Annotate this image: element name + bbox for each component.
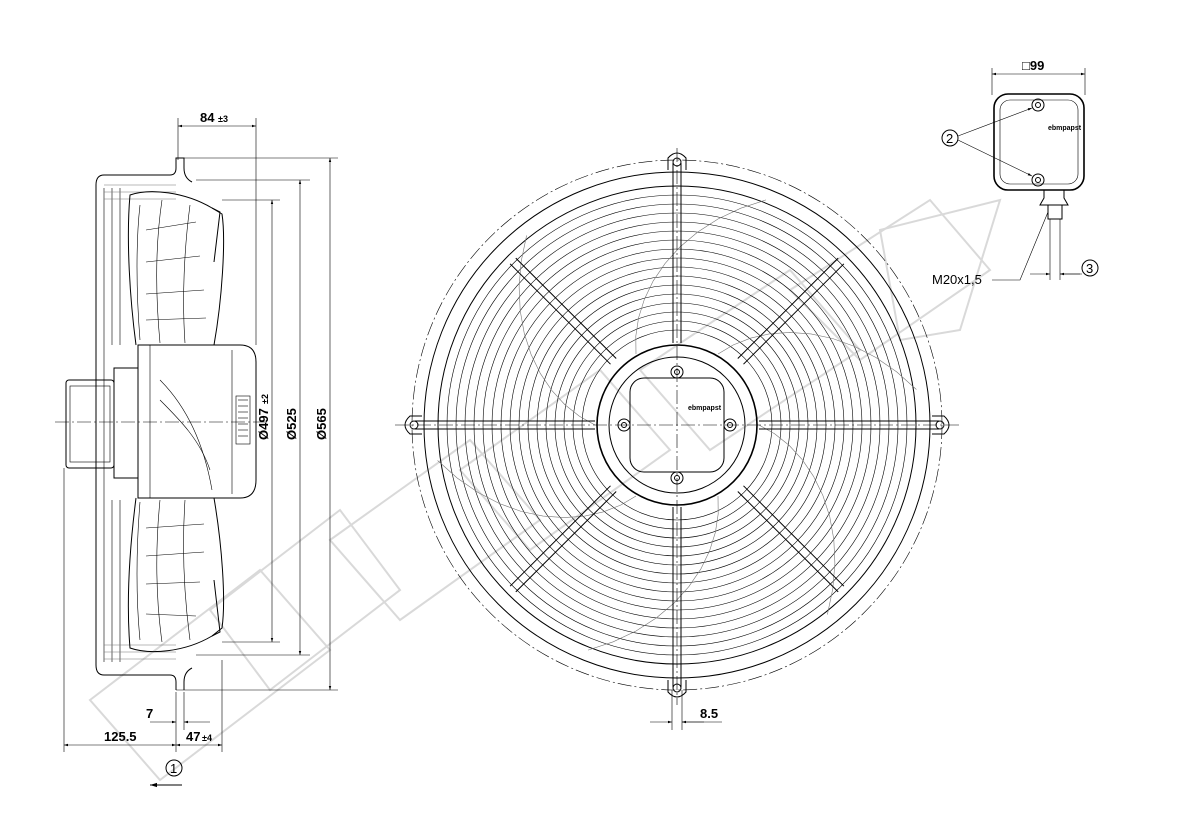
dim-depth: 84 [200,110,215,125]
mounting-ears [404,152,950,698]
guard-struts [415,163,939,687]
dim-47: 47 [186,729,200,744]
screws-callout-number: 2 [946,131,953,146]
blade-edge [437,460,637,518]
impeller-blades-front [437,199,917,651]
dim-depth-tol: ±3 [218,114,228,124]
motor-flange [113,367,139,479]
dim-7: 7 [146,706,153,721]
side-view [55,157,270,690]
cable-gland [1039,190,1069,206]
blade-edge [518,235,596,426]
blade-upper [127,191,225,346]
guard-rings-side [104,184,176,660]
blade-lower [127,497,225,653]
dim-d497: Ø497 [256,408,271,440]
terminal-box-detail: □99 ebmpapst 2 M20x1,5 3 [932,58,1099,287]
guard-strut [515,491,617,593]
dim-d565: Ø565 [314,408,329,440]
dim-box: □99 [1022,58,1044,73]
terminal-box-side [65,379,115,469]
blade-edge [717,332,917,390]
rotor-hub [137,344,257,499]
guard-strut [737,491,839,593]
guard-strut [509,263,611,365]
airflow-callout-circle [165,759,183,777]
blade-edge [635,199,767,355]
guard-strut [515,257,617,359]
thread-leader [992,211,1049,281]
side-dimensions: 84 ±3 Ø497 ±2 Ø525 Ø565 7 125.5 47 ±4 [63,110,338,788]
guard-strut [737,257,839,359]
dim-d525: Ø525 [284,408,299,440]
screws-callout-circle [941,129,959,147]
guard-strut [743,263,845,365]
terminal-box-outline [993,93,1085,191]
gland-callout-number: 3 [1086,261,1093,276]
dim-8-5: 8.5 [700,706,718,721]
brand-mark-front: ebmpapst [688,405,722,412]
guard-strut [743,485,845,587]
dim-d497-tol: ±2 [260,394,270,404]
dim-125: 125.5 [104,729,137,744]
airflow-callout-number: 1 [170,761,177,776]
front-view: ebmpapst [395,148,960,705]
front-dimensions: 8.5 [650,690,722,730]
watermark [88,198,1002,782]
blade-edge [587,495,719,651]
thread-label: M20x1,5 [932,272,982,287]
brand-mark-detail: ebmpapst [1048,125,1082,132]
gland-callout-circle [1081,259,1099,277]
dim-47-tol: ±4 [202,733,212,743]
blade-edge [758,424,836,615]
guard-strut [509,485,611,587]
